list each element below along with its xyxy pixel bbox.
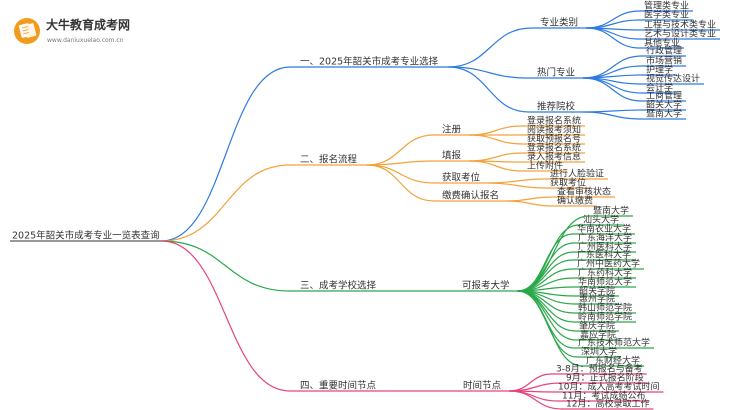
leaf-node: 阅读报考须知 (527, 124, 581, 136)
connector-line (509, 390, 563, 410)
logo: 大牛教育成考网 www.daniuxuelao.com.cn (14, 17, 130, 44)
connector-line (367, 164, 435, 202)
branch-node-3: 三、成考学校选择 (300, 280, 377, 292)
leaf-node: 登录报名系统 (527, 142, 581, 154)
connector-line (367, 134, 435, 166)
leaf-node: 工程与技术类专业 (644, 19, 716, 31)
logo-title: 大牛教育成考网 (46, 17, 130, 32)
leaf-node: 登录报名系统 (527, 115, 581, 127)
branch-node-1: 一、2025年韶关市成考专业选择 (300, 56, 439, 68)
leaf-node: 汕头大学 (583, 214, 619, 226)
leaf-node: 确认缴费 (557, 195, 593, 207)
leaf-node: 管理类专业 (644, 0, 689, 12)
leaf-node: 查看审核状态 (557, 186, 611, 198)
root-node: 2025年韶关市成考专业一览表查询 (12, 230, 160, 242)
leaf-node: 录入报考信息 (527, 151, 581, 163)
leaf-node: 广东技术师范大学 (578, 337, 650, 349)
leaf-node: 广东财经大学 (586, 355, 640, 367)
logo-url: www.daniuxuelao.com.cn (47, 37, 124, 44)
connector-line (586, 27, 641, 49)
connector-layer (10, 10, 721, 410)
book-icon (14, 18, 40, 44)
connector-line (367, 160, 435, 166)
connector-line (161, 164, 291, 242)
connector-line (488, 182, 547, 189)
leaf-node: 韶关学院 (579, 285, 615, 297)
connector-line (517, 224, 580, 292)
connector-line (507, 200, 554, 207)
connector-line (583, 77, 643, 102)
connector-line (517, 233, 574, 292)
leaf-node: 11月：考试成绩公布 (562, 390, 645, 402)
leaf-node: 广东海洋大学 (578, 232, 632, 244)
connector-line (488, 178, 547, 184)
leaf-node: 会计学 (646, 82, 673, 94)
connector-line (583, 111, 643, 120)
leaf-node: 韩山师范学院 (578, 302, 632, 314)
leaf-node: 华南师范大学 (578, 276, 632, 288)
leaf-node: 进行人脸验证 (550, 168, 604, 180)
topic-node: 注册 (442, 124, 462, 136)
connector-line (583, 77, 643, 94)
branch-node-4: 四、重要时间节点 (300, 380, 377, 392)
topic-node: 推荐院校 (537, 101, 576, 113)
leaf-node: 暨南大学 (646, 108, 682, 120)
leaf-node: 广州医科大学 (578, 241, 632, 253)
connector-line (161, 66, 291, 242)
leaf-node: 暨南大学 (593, 205, 629, 217)
leaf-node: 行政管理 (646, 45, 682, 57)
leaf-node: 广东医科大学 (577, 249, 631, 261)
connector-line (517, 290, 583, 367)
leaf-node: 护理学 (646, 64, 673, 76)
leaf-node: 华南农业大学 (577, 223, 631, 235)
connector-line (448, 27, 533, 68)
leaf-node: 获取预报名号 (527, 133, 581, 145)
leaf-node: 韶关大学 (646, 99, 682, 111)
leaf-node: 广东药科大学 (578, 267, 632, 279)
leaf-node: 医学类专业 (644, 9, 689, 21)
connector-line (583, 109, 643, 113)
leaf-node: 深圳大学 (581, 346, 617, 358)
leaf-node: 岭南师范学院 (578, 311, 632, 323)
connector-line (469, 125, 524, 136)
leaf-node: 惠州学院 (579, 293, 615, 305)
leaf-node: 其他专业 (644, 37, 680, 49)
topic-node: 获取考位 (442, 172, 481, 184)
leaf-node: 工商管理 (646, 90, 682, 102)
connector-line (367, 164, 435, 184)
connector-line (161, 240, 291, 392)
connector-line (448, 66, 530, 113)
leaf-node: 12月：高校录取工作 (566, 398, 649, 410)
connector-line (448, 66, 530, 79)
leaf-node: 3-8月：预报名与备考 (556, 363, 643, 375)
leaf-node: 艺术与设计类专业 (644, 28, 716, 40)
topic-node: 热门专业 (537, 67, 575, 79)
topic-node: 可报考大学 (462, 280, 510, 292)
topic-node: 时间节点 (463, 380, 502, 392)
node-layer: 2025年韶关市成考专业一览表查询 一、2025年韶关市成考专业选择 专业类别 管理类… (12, 0, 716, 410)
leaf-node: 视觉传达设计 (646, 73, 700, 85)
connector-line (583, 74, 643, 79)
connector-line (469, 152, 524, 162)
connector-line (517, 242, 575, 292)
connector-line (586, 10, 641, 29)
connector-line (469, 160, 524, 172)
leaf-node: 10月：成人高考考试时间 (558, 381, 659, 393)
topic-node: 缴费确认报名 (442, 190, 499, 202)
topic-node: 填报 (442, 150, 462, 162)
topic-node: 专业类别 (540, 17, 578, 29)
connector-line (507, 196, 554, 202)
leaf-node: 市场营销 (646, 55, 682, 67)
leaf-node: 9月：正式报名阶段 (566, 372, 644, 384)
connector-line (469, 134, 524, 145)
leaf-node: 上传附件 (527, 160, 563, 172)
connector-line (161, 240, 291, 292)
leaf-node: 嘉应学院 (580, 329, 616, 341)
branch-node-2: 二、报名流程 (300, 154, 358, 166)
leaf-node: 肇庆学院 (579, 320, 615, 332)
leaf-node: 获取考位 (550, 177, 586, 189)
leaf-node: 广州中医药大学 (577, 258, 640, 270)
